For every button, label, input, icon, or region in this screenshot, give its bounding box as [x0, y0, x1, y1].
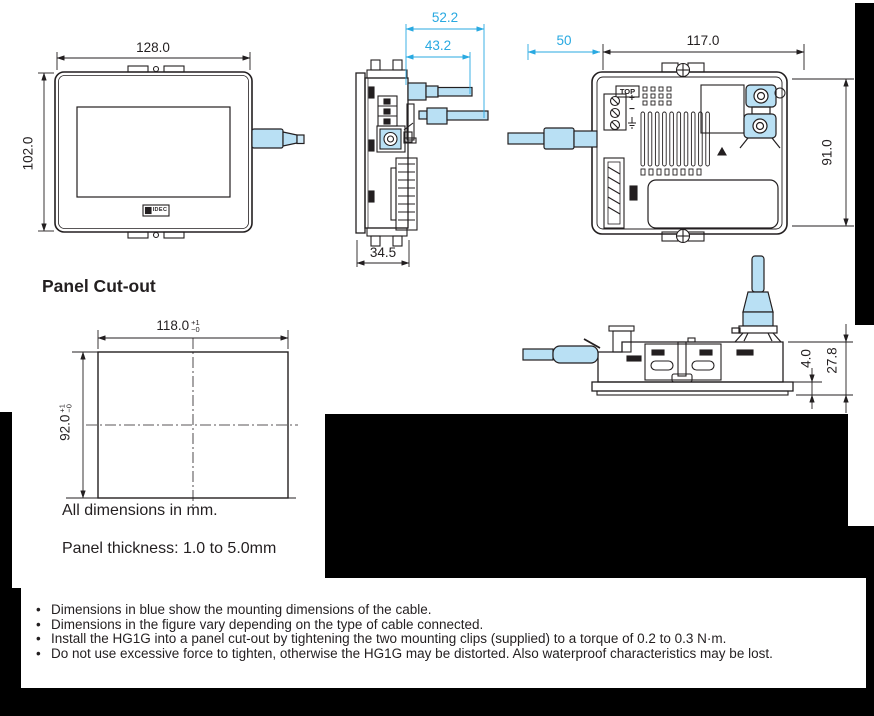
note-bullet-list: • Dimensions in blue show the mounting d…	[36, 602, 866, 662]
cutout-height-value: 92.0	[57, 414, 73, 441]
cutout-width-dim	[97, 330, 289, 349]
rear-width-dim	[602, 44, 805, 70]
vent-slats	[640, 111, 710, 176]
bullet-icon: •	[36, 631, 41, 647]
panel-cutout-title: Panel Cut-out	[42, 276, 156, 296]
bottom-view	[522, 255, 853, 413]
note-text: Install the HG1G into a panel cut-out by…	[51, 631, 727, 647]
cutout-height-label: 92.0 +1 −0	[57, 397, 73, 449]
terminal-plus-label: +	[629, 93, 635, 104]
rear-cable-label: 50	[556, 33, 572, 48]
rear-height-label: 91.0	[819, 139, 835, 166]
cutout-width-tolerance: +1 −0	[191, 317, 200, 334]
side-cable-dims	[405, 24, 485, 118]
front-height-dim	[38, 72, 54, 232]
speaker-grid	[642, 86, 672, 106]
side-cable-outer-label: 52.2	[431, 10, 459, 25]
black-region-left-strip	[0, 412, 12, 588]
front-view	[38, 52, 305, 239]
black-region-right-band	[855, 3, 874, 325]
black-region-center	[325, 414, 848, 530]
black-region-center-lower	[325, 526, 874, 578]
earth-symbol	[628, 117, 636, 129]
bottom-cable-left	[522, 345, 599, 364]
technical-drawing	[38, 24, 854, 510]
list-item: • Do not use excessive force to tighten,…	[36, 645, 866, 662]
side-cable-inner-label: 43.2	[424, 38, 452, 53]
rear-height-dim	[792, 78, 854, 227]
panel-cutout-drawing	[66, 330, 298, 510]
side-depth-label: 34.5	[369, 245, 397, 260]
terminal-minus-label: −	[629, 104, 635, 115]
side-depth-dim	[356, 240, 410, 267]
front-width-dim	[56, 52, 251, 70]
bottom-dims	[788, 324, 853, 413]
rear-cable	[507, 127, 598, 150]
bullet-icon: •	[36, 602, 41, 617]
bottom-cable-vertical	[731, 255, 782, 343]
front-cable	[251, 128, 305, 149]
rear-view	[507, 44, 854, 244]
black-region-right-sliver	[866, 578, 874, 688]
list-item: • Dimensions in blue show the mounting d…	[36, 602, 866, 618]
bottom-depth-label: 27.8	[824, 347, 840, 374]
front-height-label: 102.0	[20, 136, 36, 171]
panel-thickness-note: Panel thickness: 1.0 to 5.0mm	[62, 540, 277, 557]
rear-connectors	[739, 84, 781, 149]
note-text: Dimensions in blue show the mounting dim…	[51, 602, 432, 617]
dimensions-note: All dimensions in mm.	[62, 502, 218, 519]
black-region-bottom-band	[0, 688, 874, 716]
list-item: • Dimensions in the figure vary dependin…	[36, 616, 866, 633]
cutout-width-value: 118.0	[156, 318, 190, 333]
side-view	[355, 24, 489, 267]
side-cables	[407, 82, 489, 125]
bullet-icon: •	[36, 616, 41, 632]
front-width-label: 128.0	[136, 40, 170, 55]
note-text: Do not use excessive force to tighten, o…	[51, 645, 773, 661]
bottom-flange-label: 4.0	[798, 349, 814, 368]
cutout-width-label: 118.0 +1 −0	[133, 318, 223, 333]
rear-cable-dim	[527, 44, 601, 60]
note-text: Dimensions in the figure vary depending …	[51, 616, 484, 632]
cutout-height-dim	[72, 351, 96, 499]
black-region-left-block	[0, 588, 21, 688]
bullet-icon: •	[36, 645, 41, 661]
brand-logo: IDEC	[152, 206, 168, 213]
list-item: • Install the HG1G into a panel cut-out …	[36, 632, 866, 647]
cutout-height-tolerance: +1 −0	[57, 404, 73, 413]
rear-top-label: TOP	[619, 86, 636, 96]
rear-width-label: 117.0	[686, 33, 720, 48]
